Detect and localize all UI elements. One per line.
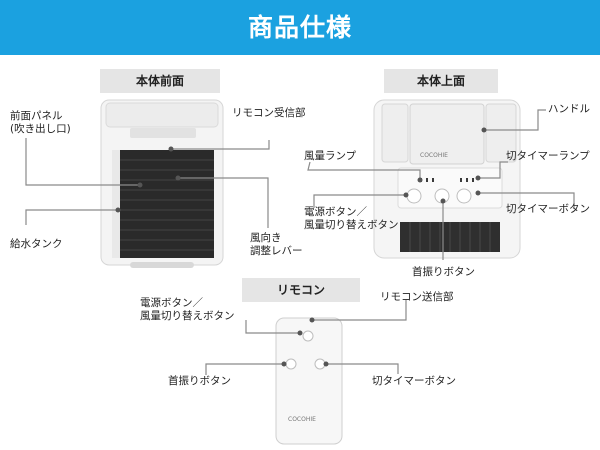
header-bar: 商品仕様 [0,0,600,55]
label-louver-lever: 風向き 調整レバー [250,232,303,258]
label-top-power-line2: 風量切り替えボタン [304,219,399,231]
top-unit-image [373,99,521,259]
label-remote-power-line2: 風量切り替えボタン [140,310,235,322]
label-remote-power-button: 電源ボタン／ 風量切り替えボタン [140,297,235,323]
label-remote-transmitter: リモコン送信部 [380,291,454,303]
label-remote-power-line1: 電源ボタン／ [140,297,203,309]
label-top-timer-button: 切タイマーボタン [506,203,590,215]
label-top-power-button: 電源ボタン／ 風量切り替えボタン [304,206,399,232]
label-remote-receiver: リモコン受信部 [232,107,306,119]
label-fan-lamp: 風量ランプ [304,150,357,162]
label-louver-line2: 調整レバー [250,245,303,257]
section-label-remote: リモコン [242,278,360,302]
label-front-panel: 前面パネル (吹き出し口) [10,110,71,136]
label-front-panel-line2: (吹き出し口) [10,123,71,135]
section-label-front: 本体前面 [100,69,220,93]
top-unit-brand: COCOHIE [420,152,448,159]
label-timer-lamp: 切タイマーランプ [506,150,590,162]
label-top-swing-button: 首振りボタン [412,266,475,278]
label-handle: ハンドル [548,103,590,115]
page-title: 商品仕様 [247,13,352,42]
label-remote-swing-button: 首振りボタン [168,375,231,387]
front-unit-image [100,99,224,268]
label-front-panel-line1: 前面パネル [10,110,63,122]
label-water-tank: 給水タンク [10,238,63,250]
label-top-power-line1: 電源ボタン／ [304,206,367,218]
label-louver-line1: 風向き [250,232,282,244]
remote-brand: COCOHIE [288,416,316,423]
label-remote-timer-button: 切タイマーボタン [372,375,456,387]
leader-dots [115,127,487,367]
remote-image [275,317,343,445]
section-label-top: 本体上面 [384,69,498,93]
leader-lines [25,109,575,375]
